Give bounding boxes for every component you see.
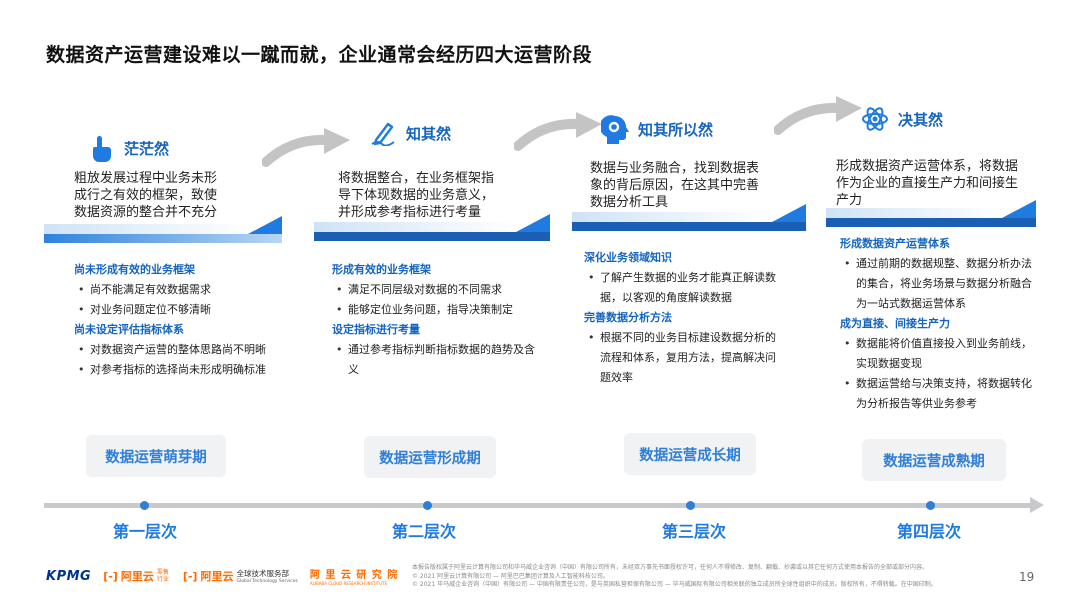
alibaba-cloud-retail-logo: [-]阿里云零售 行业 bbox=[103, 569, 169, 583]
timeline-arrowhead bbox=[1030, 497, 1044, 513]
timeline-marker bbox=[926, 501, 935, 510]
stage-1-details: 尚未形成有效的业务框架 尚不能满足有效数据需求 对业务问题定位不够清晰 尚未设定… bbox=[74, 260, 284, 380]
stage-1-header: 茫茫然 bbox=[86, 133, 169, 163]
head-gear-icon bbox=[600, 114, 630, 144]
stage-4-band bbox=[826, 200, 1036, 227]
page-title: 数据资产运营建设难以一蹴而就，企业通常会经历四大运营阶段 bbox=[46, 44, 593, 66]
phase-badge: 数据运营形成期 bbox=[364, 436, 496, 478]
stage-3-band bbox=[572, 204, 806, 231]
stage-2-description: 将数据整合，在业务框架指导下体现数据的业务意义，并形成参考指标进行考量 bbox=[338, 171, 495, 220]
stage-4-description: 形成数据资产运营体系，将数据作为企业的直接生产力和间接生产力 bbox=[836, 159, 1019, 208]
stage-name: 茫茫然 bbox=[124, 139, 170, 158]
level-label: 第一层次 bbox=[113, 522, 178, 541]
stage-name: 知其所以然 bbox=[638, 120, 714, 139]
timeline-marker bbox=[140, 501, 149, 510]
alibaba-cloud-research-logo: 阿 里 云 研 究 院 ALIBABA CLOUD RESEARCH INSTI… bbox=[309, 570, 399, 586]
phase-badge: 数据运营萌芽期 bbox=[86, 435, 226, 477]
stage-4-header: 决其然 bbox=[860, 104, 943, 134]
stage-3-header: 知其所以然 bbox=[600, 114, 713, 144]
stage-name: 决其然 bbox=[898, 110, 944, 129]
stage-2-details: 形成有效的业务框架 满足不同层级对数据的不同需求 能够定位业务问题，指导决策制定… bbox=[332, 260, 542, 380]
level-label: 第三层次 bbox=[662, 522, 727, 541]
stage-4-details: 形成数据资产运营体系 通过前期的数据规整、数据分析办法的集合，将业务场景与数据分… bbox=[840, 234, 1035, 414]
stage-1-band bbox=[44, 216, 282, 243]
timeline-axis bbox=[44, 503, 1034, 508]
stage-3-description: 数据与业务融合，找到数据表象的背后原因，在这其中完善数据分析工具 bbox=[590, 161, 760, 210]
page-number: 19 bbox=[1019, 570, 1035, 584]
hand-pointer-icon bbox=[86, 133, 116, 163]
phase-badge: 数据运营成长期 bbox=[624, 433, 756, 475]
curved-arrow-icon bbox=[514, 112, 602, 151]
timeline-marker bbox=[423, 501, 432, 510]
stage-2-header: 知其然 bbox=[368, 118, 451, 148]
atom-icon bbox=[860, 104, 890, 134]
stage-name: 知其然 bbox=[406, 124, 452, 143]
curved-arrow-icon bbox=[262, 128, 350, 167]
stage-2-band bbox=[314, 214, 550, 241]
pen-writing-icon bbox=[368, 118, 398, 148]
curved-arrow-icon bbox=[774, 96, 862, 135]
phase-badge: 数据运营成熟期 bbox=[862, 439, 1006, 481]
stage-1-description: 粗放发展过程中业务未形成行之有效的框架，致使数据资源的整合并不充分 bbox=[74, 171, 218, 220]
stage-3-details: 深化业务领域知识 了解产生数据的业务才能真正解读数据，以客观的角度解读数据 完善… bbox=[584, 248, 784, 388]
level-label: 第四层次 bbox=[897, 522, 962, 541]
timeline-marker bbox=[686, 501, 695, 510]
kpmg-logo: KPMG bbox=[46, 568, 92, 584]
legal-notice: 本报告版权属于阿里云计算有限公司和毕马威企业咨询（中国）有限公司所有，未经双方事… bbox=[412, 564, 937, 588]
level-label: 第二层次 bbox=[392, 522, 457, 541]
